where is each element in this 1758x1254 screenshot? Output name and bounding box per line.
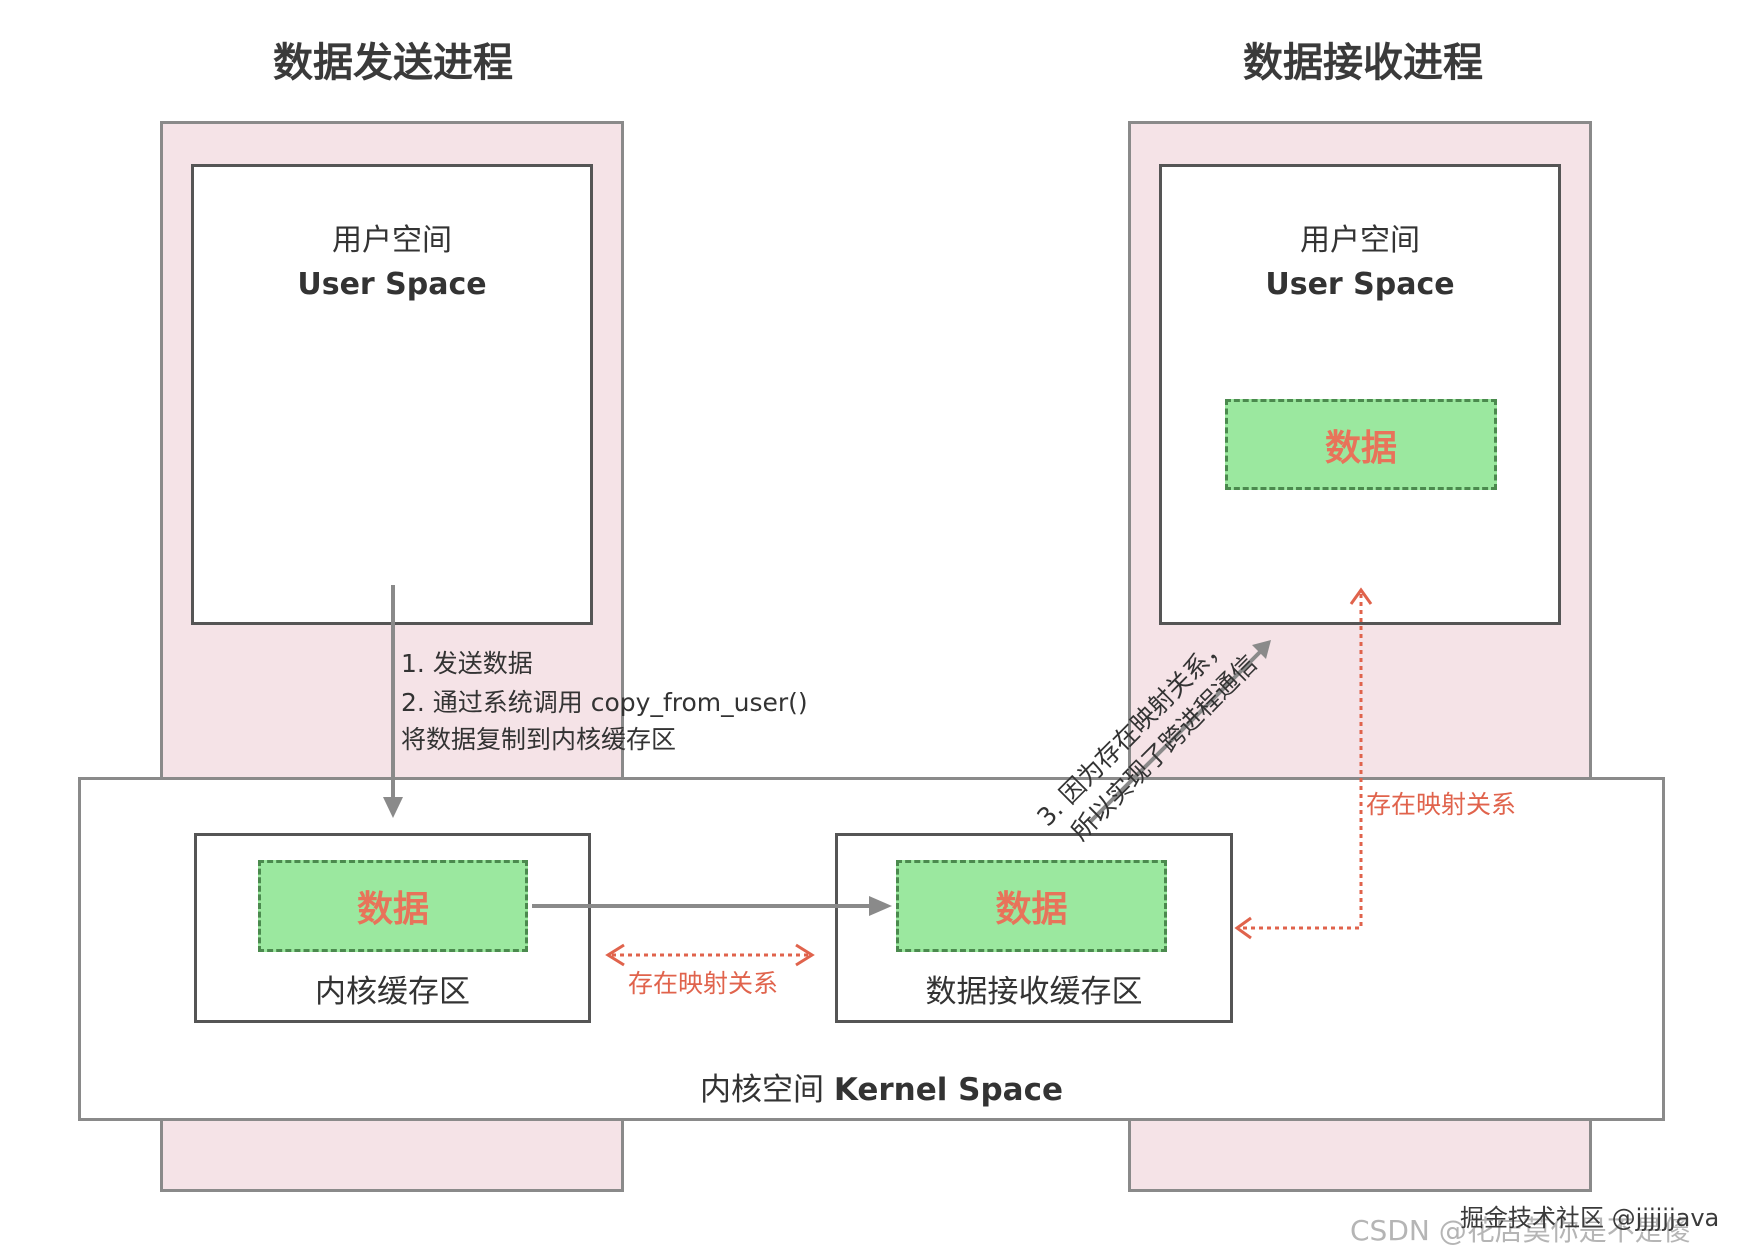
user-space-label-cn: 用户空间 [1300,223,1420,258]
mapping-label-to-user-space: 存在映射关系 [1366,790,1517,819]
kernel-buffer-data-chip: 数据 [258,860,528,952]
kernel-buffer-label: 内核缓存区 [315,974,470,1010]
user-space-label-en: User Space [297,267,487,302]
user-space-label-cn: 用户空间 [332,223,452,258]
receiver-user-data-chip: 数据 [1225,399,1497,490]
user-space-label-en: User Space [1265,267,1455,302]
cross-process-arrow [1088,640,1271,824]
copy-from-user-arrow [383,585,403,818]
receiver-process-title: 数据接收进程 [1243,40,1483,86]
step2-text: 2. 通过系统调用 copy_from_user() [401,688,808,717]
csdn-watermark: CSDN @花店莫你是不是傻 [1350,1214,1691,1247]
receive-buffer-label: 数据接收缓存区 [925,974,1143,1010]
sender-process-title: 数据发送进程 [273,40,513,86]
mapping-arrow-to-user-space [1234,587,1373,940]
buffer-copy-arrow [532,896,892,916]
kernel-space-label: 内核空间 Kernel Space [700,1064,1063,1109]
sender-user-space: 用户空间 User Space [191,164,593,625]
receive-buffer-data-chip: 数据 [896,860,1167,952]
mapping-arrow-between-buffers [605,943,815,967]
receiver-user-space: 用户空间 User Space [1159,164,1561,625]
mapping-label-between-buffers: 存在映射关系 [628,969,779,998]
step1-text: 1. 发送数据 [401,649,533,678]
juejin-watermark: 掘金技术社区 @jjjjjjava [1460,1204,1720,1232]
kernel-space-label-cn: 内核空间 [700,1072,824,1108]
step2-continuation-text: 将数据复制到内核缓存区 [401,725,677,754]
kernel-space-label-en: Kernel Space [833,1072,1063,1108]
